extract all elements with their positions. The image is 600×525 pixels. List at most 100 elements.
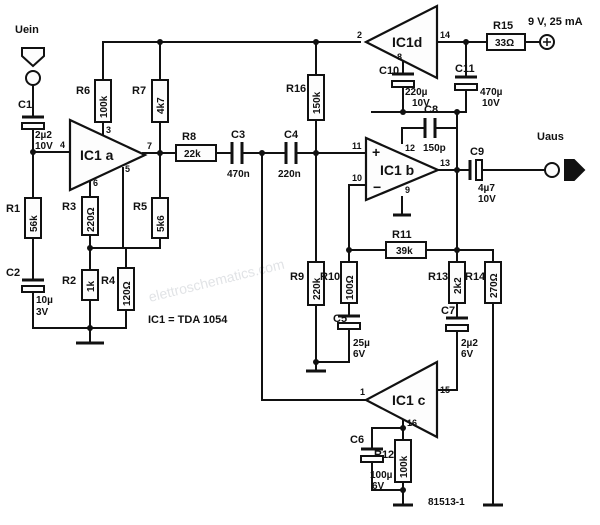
svg-text:−: − (373, 179, 381, 195)
svg-text:10: 10 (352, 173, 362, 183)
resistor-r10: 100Ω R10 (320, 261, 358, 304)
ic1d-amplifier: IC1d 2 14 8 (357, 4, 450, 80)
svg-text:R15: R15 (493, 20, 513, 32)
ic1b-amplifier: IC1 b + − 11 10 12 13 9 (352, 136, 450, 202)
svg-text:C5: C5 (333, 313, 347, 325)
svg-text:2: 2 (357, 30, 362, 40)
resistor-r15: 33Ω R15 (486, 20, 526, 51)
svg-text:120Ω: 120Ω (122, 281, 133, 306)
svg-text:39k: 39k (396, 246, 413, 257)
svg-text:4µ7: 4µ7 (478, 183, 495, 194)
svg-text:1k: 1k (86, 280, 97, 292)
capacitor-c10: C10 220µ 10V (379, 65, 430, 109)
capacitor-c7: C7 2µ2 6V (441, 305, 478, 360)
svg-text:100k: 100k (99, 95, 110, 118)
svg-text:6V: 6V (353, 349, 366, 360)
svg-text:Uaus: Uaus (537, 131, 564, 143)
resistor-r4: 120Ω R4 (101, 267, 135, 311)
svg-text:R13: R13 (428, 271, 448, 283)
resistor-r13: 2k2 R13 (428, 261, 466, 304)
svg-text:5: 5 (125, 164, 130, 174)
svg-text:470µ: 470µ (480, 87, 503, 98)
svg-text:C7: C7 (441, 305, 455, 317)
capacitor-c3: C3 470n (227, 129, 250, 180)
resistor-r8: 22k R8 (175, 131, 217, 162)
svg-text:R3: R3 (62, 201, 76, 213)
svg-text:7: 7 (147, 141, 152, 151)
resistor-r16: 150k R16 (286, 74, 325, 121)
svg-text:+: + (372, 144, 380, 160)
capacitor-c9: C9 4µ7 10V (468, 146, 496, 205)
svg-text:12: 12 (405, 143, 415, 153)
capacitor-c4: C4 220n (278, 129, 301, 180)
svg-text:C8: C8 (424, 104, 438, 116)
capacitor-c1: C1 2µ2 10V (18, 99, 53, 152)
svg-text:220Ω: 220Ω (86, 207, 97, 232)
svg-text:3V: 3V (36, 307, 49, 318)
resistor-r7: 4k7 R7 (132, 79, 169, 123)
svg-text:9: 9 (405, 185, 410, 195)
svg-text:11: 11 (352, 141, 362, 151)
svg-text:10V: 10V (35, 141, 53, 152)
svg-text:270Ω: 270Ω (489, 273, 500, 298)
svg-text:C11: C11 (455, 63, 475, 75)
svg-text:4k7: 4k7 (156, 97, 167, 114)
svg-text:150k: 150k (312, 91, 323, 114)
capacitor-c6: C6 100µ 6V (350, 434, 393, 492)
svg-text:6V: 6V (372, 481, 385, 492)
svg-text:100Ω: 100Ω (345, 275, 356, 300)
svg-text:6: 6 (93, 178, 98, 188)
svg-text:470n: 470n (227, 169, 250, 180)
svg-text:5k6: 5k6 (156, 215, 167, 232)
svg-text:IC1 b: IC1 b (380, 162, 414, 178)
input-terminal: Uein (15, 24, 45, 86)
svg-text:R4: R4 (101, 275, 116, 287)
svg-text:C4: C4 (284, 129, 299, 141)
svg-text:Uein: Uein (15, 24, 39, 36)
ic1a-amplifier: IC1 a 4 3 7 6 5 (60, 118, 152, 192)
svg-text:3: 3 (106, 125, 111, 135)
resistor-r1: 56k R1 (6, 197, 42, 239)
capacitor-c11: C11 470µ 10V (454, 63, 503, 109)
ic-note: IC1 = TDA 1054 (148, 314, 228, 326)
svg-text:150p: 150p (423, 143, 446, 154)
resistor-r9: 220k R9 (290, 261, 325, 306)
capacitor-c2: C2 10µ 3V (6, 267, 53, 318)
svg-text:R7: R7 (132, 85, 146, 97)
svg-text:10µ: 10µ (36, 295, 53, 306)
svg-text:C10: C10 (379, 65, 399, 77)
svg-text:4: 4 (60, 140, 65, 150)
svg-text:220k: 220k (312, 277, 323, 300)
output-terminal: Uaus (537, 131, 586, 181)
resistor-r12: 100k R12 (374, 439, 412, 483)
svg-text:15: 15 (440, 385, 450, 395)
svg-text:R14: R14 (465, 271, 486, 283)
svg-text:10V: 10V (412, 98, 430, 109)
svg-text:C1: C1 (18, 99, 32, 111)
svg-text:10V: 10V (482, 98, 500, 109)
svg-text:1: 1 (360, 387, 365, 397)
svg-text:25µ: 25µ (353, 338, 370, 349)
svg-text:56k: 56k (29, 215, 40, 232)
capacitor-c5: C5 25µ 6V (333, 312, 370, 360)
resistor-r14: 270Ω R14 (465, 261, 502, 304)
svg-text:R2: R2 (62, 275, 76, 287)
wiring (32, 41, 546, 506)
resistor-r6: 100k R6 (76, 79, 112, 123)
supply-terminal: 9 V, 25 mA (528, 16, 583, 50)
svg-text:100k: 100k (399, 455, 410, 478)
svg-text:2k2: 2k2 (453, 277, 464, 294)
drawing-number: 81513-1 (428, 497, 465, 508)
svg-text:33Ω: 33Ω (495, 38, 514, 49)
svg-text:R16: R16 (286, 83, 306, 95)
svg-text:C2: C2 (6, 267, 20, 279)
ground-symbols (76, 213, 503, 507)
svg-text:220n: 220n (278, 169, 301, 180)
ic1c-amplifier: IC1 c 1 16 15 (360, 360, 450, 439)
svg-text:R9: R9 (290, 271, 304, 283)
svg-text:R1: R1 (6, 203, 20, 215)
svg-text:IC1 a: IC1 a (80, 147, 114, 163)
svg-text:C9: C9 (470, 146, 484, 158)
resistor-r11: 39k R11 (385, 229, 427, 259)
